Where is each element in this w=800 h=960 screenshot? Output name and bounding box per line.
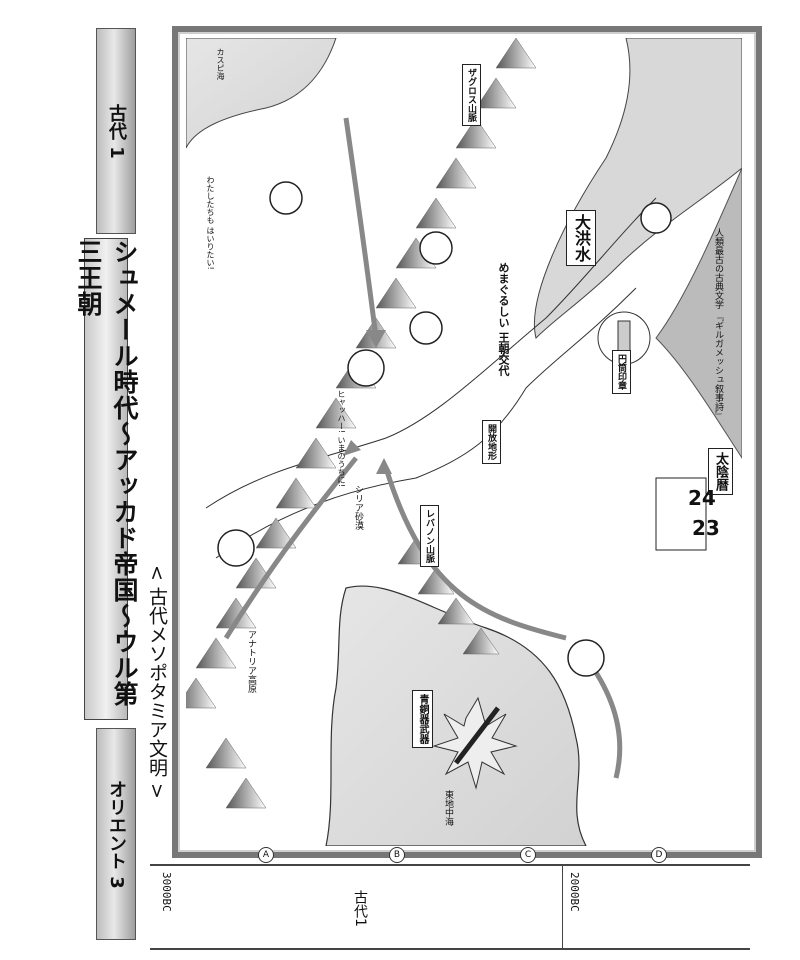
bronze-weapons-label: 青銅器武器 — [412, 690, 433, 748]
timeline-start: 3000BC — [160, 872, 173, 912]
lunar-calendar-label: 太陰暦 — [708, 448, 733, 495]
timeline-era: 古代1 — [352, 890, 368, 927]
era-ribbon: 古代 1 — [96, 28, 136, 234]
page-title: シュメール時代〜アッカド帝国〜ウル第三王朝 — [74, 238, 139, 720]
grid-letter-d: D — [651, 847, 667, 863]
open-terrain-label: 開放地形 — [482, 420, 501, 464]
gilgamesh-caption: 人類最古の古典文学 『ギルガメッシュ叙事詩』 — [713, 228, 723, 420]
zagros-label: ザグロス山脈 — [462, 64, 481, 126]
arrow-heads — [343, 330, 392, 474]
chapter-ribbon: オリエント 3 — [96, 728, 136, 940]
era-ribbon-label: 古代 1 — [106, 103, 127, 159]
timeline-scroll: 3000BC 古代1 2000BC — [150, 864, 750, 950]
timeline-end: 2000BC — [568, 872, 581, 912]
map-illustration — [186, 38, 742, 846]
mediterranean-label: 東地中海 — [443, 790, 453, 826]
bronze-burst — [432, 696, 518, 790]
cylinder-seal-label: 円筒印章 — [612, 350, 631, 394]
arabian-land — [655, 167, 742, 459]
section-subtitle: < 古代メソポタミア文明 > — [146, 565, 168, 799]
chapter-ribbon-label: オリエント 3 — [106, 779, 127, 889]
caspian-label: カスピ海 — [216, 48, 225, 80]
mediterranean-sea — [325, 585, 587, 846]
grid-letter-b: B — [389, 847, 405, 863]
calendar-shape — [655, 477, 707, 551]
lebanon-label: レバノン山脈 — [420, 505, 439, 567]
king-change-label: めまぐるしい 王朝交代 — [497, 262, 510, 376]
anatolia-label: アナトリア高原 — [246, 630, 256, 693]
calendar-day-top: 24 — [688, 486, 716, 510]
calendar-day-bottom: 23 — [692, 516, 720, 540]
caspian-land — [186, 38, 337, 149]
grid-letter-c: C — [520, 847, 536, 863]
nomad-top-speech: わたしたちも はいりたい! — [206, 176, 215, 270]
great-flood-label: 大洪水 — [566, 210, 596, 266]
timeline-divider — [562, 866, 563, 948]
grid-letter-a: A — [258, 847, 274, 863]
nomad-center-speech: ヒャッハー! いまのうちに! — [337, 390, 346, 487]
sumerian-figures — [217, 181, 672, 677]
syria-desert-label: シリア砂漠 — [353, 485, 363, 530]
